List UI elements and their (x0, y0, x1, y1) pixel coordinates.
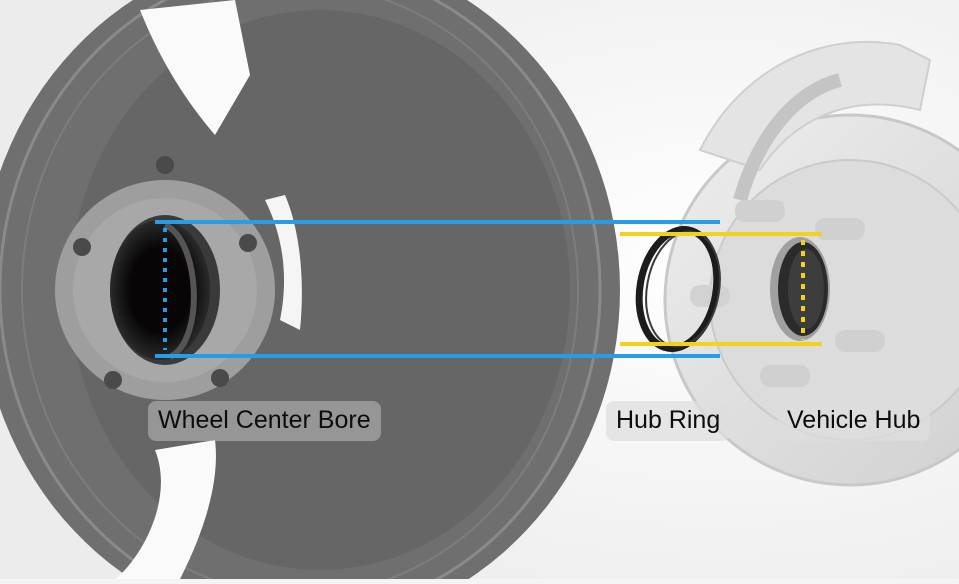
wheel-illustration (0, 0, 620, 584)
bore-guide-lines (155, 220, 720, 358)
wheel-center-bore-label: Wheel Center Bore (148, 401, 381, 441)
vehicle-hub-label: Vehicle Hub (777, 401, 931, 441)
hub-ring-label: Hub Ring (606, 401, 731, 441)
vehicle-hub-illustration (663, 40, 959, 487)
hub-ring-illustration (635, 226, 721, 352)
hub-guide-lines (620, 232, 822, 346)
